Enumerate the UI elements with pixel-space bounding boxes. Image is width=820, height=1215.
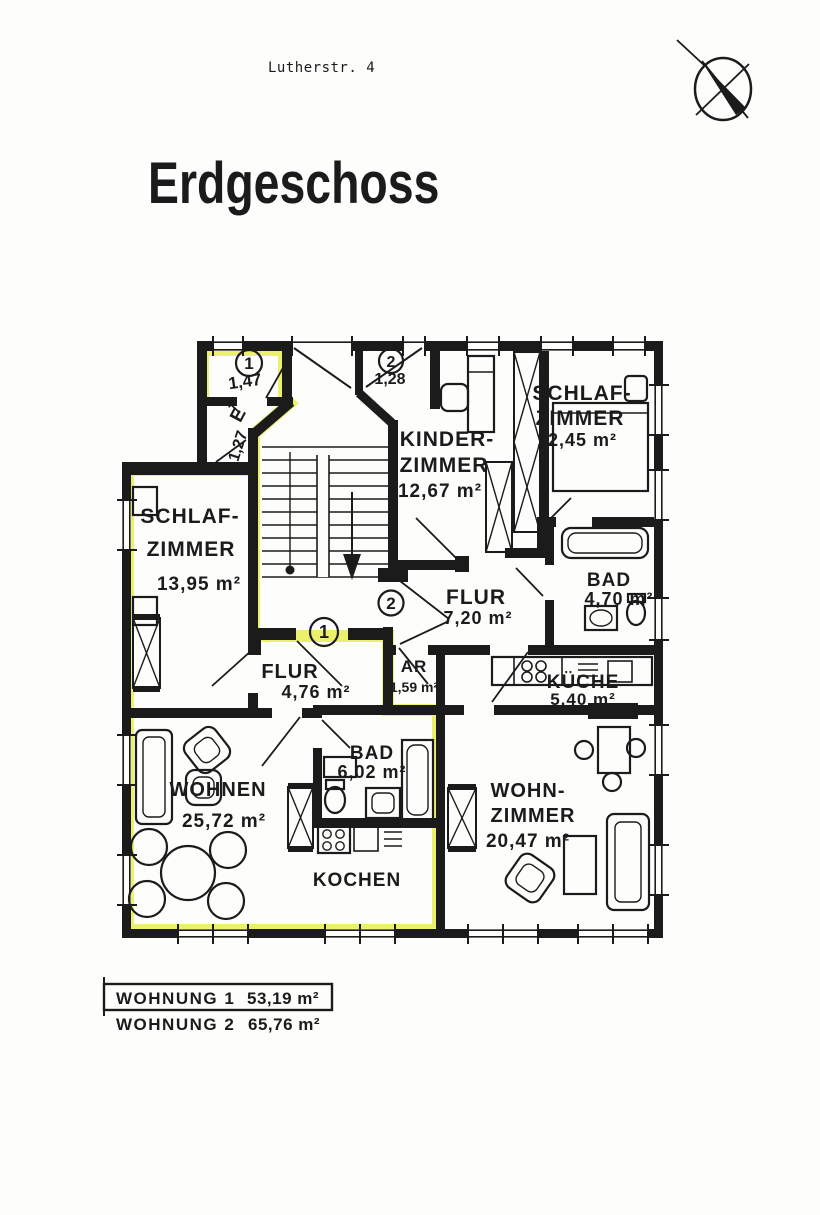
- vestibule2-marker: 2 1,28: [374, 347, 406, 388]
- legend-row2-label: WOHNUNG 2: [116, 1015, 235, 1034]
- bed: [551, 374, 650, 493]
- shelf: [322, 755, 358, 779]
- door-swings: [211, 358, 572, 767]
- toilet: [625, 592, 647, 627]
- svg-text:4,76 m²: 4,76 m²: [281, 682, 350, 702]
- svg-text:1,27: 1,27: [226, 429, 252, 464]
- svg-text:1,47: 1,47: [227, 370, 262, 393]
- svg-text:ZIMMER: ZIMMER: [536, 407, 625, 430]
- svg-text:2: 2: [386, 594, 395, 613]
- kitchen-counter: [490, 655, 654, 687]
- wardrobe: [131, 595, 159, 627]
- svg-text:KINDER-: KINDER-: [400, 428, 495, 451]
- sofa: [134, 728, 174, 826]
- svg-text:WOHN-: WOHN-: [491, 780, 566, 802]
- shower: [400, 738, 435, 822]
- bathtub: [560, 526, 650, 560]
- svg-text:1,59 m²: 1,59 m²: [390, 679, 439, 695]
- svg-text:ZIMMER: ZIMMER: [147, 538, 236, 561]
- svg-text:WOHNEN: WOHNEN: [169, 779, 266, 801]
- room-label-schlafzimmer2: SCHLAF- ZIMMER 12,45 m²: [532, 382, 631, 450]
- svg-text:SCHLAF-: SCHLAF-: [140, 505, 239, 528]
- windows: [117, 336, 669, 944]
- kitchen-unit: [353, 826, 402, 852]
- room-label-bad1: BAD 6,02 m²: [337, 743, 406, 782]
- desk-set: [573, 725, 647, 793]
- svg-text:FLUR: FLUR: [446, 586, 506, 609]
- svg-text:5,40 m²: 5,40 m²: [550, 690, 616, 709]
- street-label: Lutherstr. 4: [268, 60, 375, 76]
- armchair: [182, 725, 232, 775]
- svg-text:6,02 m²: 6,02 m²: [337, 762, 406, 782]
- svg-text:SCHLAF-: SCHLAF-: [532, 382, 631, 405]
- sink: [583, 604, 619, 632]
- svg-text:KÜCHE: KÜCHE: [547, 672, 620, 693]
- svg-text:4,70 m²: 4,70 m²: [584, 589, 653, 609]
- sink: [578, 660, 633, 683]
- svg-text:BAD: BAD: [587, 570, 631, 591]
- svg-text:7,20 m²: 7,20 m²: [443, 608, 512, 628]
- legend-row1-label: WOHNUNG 1: [116, 989, 235, 1008]
- svg-text:AR: AR: [401, 657, 428, 676]
- entrance-marker: E 1,27: [226, 400, 252, 464]
- door1-marker: 1: [308, 616, 340, 648]
- coffee-table: [562, 834, 598, 896]
- door2-marker: 2: [377, 589, 405, 617]
- room-label-ar: AR 1,59 m²: [390, 657, 439, 695]
- svg-text:13,95 m²: 13,95 m²: [157, 574, 241, 595]
- room-label-wohnzimmer: WOHN- ZIMMER 20,47 m²: [486, 780, 576, 852]
- sofa: [605, 812, 651, 912]
- svg-text:ZIMMER: ZIMMER: [400, 454, 489, 477]
- svg-text:E: E: [226, 405, 250, 426]
- toilet: [323, 778, 347, 815]
- room-label-wohnen: WOHNEN 25,72 m²: [169, 779, 266, 832]
- sink: [364, 786, 402, 820]
- furniture: [127, 354, 654, 921]
- table: [439, 382, 470, 413]
- stair-direction-arrow: [343, 554, 361, 580]
- svg-text:2: 2: [387, 354, 396, 371]
- svg-text:FLUR: FLUR: [261, 661, 318, 683]
- svg-text:20,47 m²: 20,47 m²: [486, 831, 570, 852]
- stove: [316, 824, 352, 855]
- legend-box: [102, 982, 334, 1012]
- vestibule1-marker: 1 1,47: [227, 348, 264, 393]
- page-title: Erdgeschoss: [148, 151, 439, 216]
- room-label-kinderzimmer: KINDER- ZIMMER 12,67 m²: [398, 428, 495, 502]
- armchair: [184, 768, 223, 807]
- svg-text:KOCHEN: KOCHEN: [313, 870, 401, 891]
- room-label-flur1: FLUR 4,76 m²: [261, 661, 350, 702]
- legend-row2-area: 65,76 m²: [248, 1015, 320, 1034]
- svg-text:12,45 m²: 12,45 m²: [537, 430, 617, 450]
- svg-text:Erdgeschoss: Erdgeschoss: [148, 151, 439, 216]
- svg-text:BAD: BAD: [350, 743, 394, 764]
- svg-text:1,28: 1,28: [374, 371, 405, 388]
- dining-set: [127, 827, 248, 921]
- north-arrow-icon: [676, 39, 753, 122]
- room-label-schlafzimmer1: SCHLAF- ZIMMER 13,95 m²: [140, 505, 241, 595]
- chimney-shafts: [132, 351, 541, 852]
- wardrobe: [131, 485, 159, 517]
- room-label-flur2: FLUR 7,20 m²: [443, 586, 512, 628]
- svg-text:ZIMMER: ZIMMER: [491, 805, 576, 827]
- legend: WOHNUNG 1 53,19 m² WOHNUNG 2 65,76 m²: [102, 977, 334, 1034]
- room-label-kueche: KÜCHE 5,40 m²: [547, 672, 620, 709]
- stairs: [262, 347, 423, 580]
- room-label-kochen: KOCHEN: [313, 870, 401, 891]
- bed: [466, 354, 496, 434]
- room-label-bad2: BAD 4,70 m²: [584, 570, 653, 609]
- svg-text:1: 1: [244, 354, 253, 373]
- svg-text:1: 1: [319, 622, 329, 642]
- room-labels: KINDER- ZIMMER 12,67 m² SCHLAF- ZIMMER 1…: [140, 382, 653, 891]
- svg-text:12,67 m²: 12,67 m²: [398, 481, 482, 502]
- armchair: [504, 852, 556, 904]
- legend-row1-area: 53,19 m²: [247, 989, 319, 1008]
- svg-text:25,72 m²: 25,72 m²: [182, 811, 266, 832]
- stove: [521, 660, 547, 683]
